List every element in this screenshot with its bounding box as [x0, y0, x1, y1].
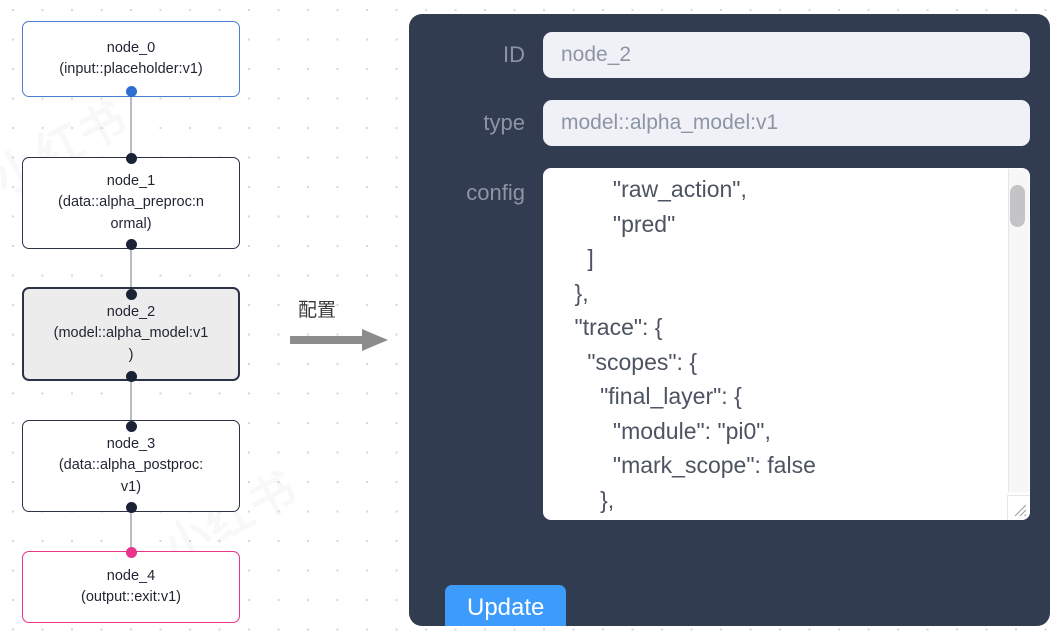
config-field-label: config: [466, 180, 525, 205]
node-label-line: node_3: [106, 436, 156, 453]
node-label-line: v1): [120, 478, 142, 495]
graph-node-node_1[interactable]: node_1 (data::alpha_preproc:n ormal): [22, 157, 240, 249]
node-label-line: ): [128, 346, 134, 363]
node-label-line: (data::alpha_preproc:n: [58, 194, 204, 211]
id-input[interactable]: [543, 32, 1030, 78]
transition-label: 配置: [298, 299, 337, 321]
transition-annotation: 配置: [290, 295, 400, 365]
arrow-right-icon: [290, 329, 388, 351]
graph-canvas[interactable]: node_0 (input::placeholder:v1) node_1 (d…: [0, 0, 400, 643]
node-port-handle[interactable]: [125, 547, 137, 558]
config-field-row: config "raw_action", "pred" ] }, "trace"…: [421, 168, 1030, 520]
node-port-handle[interactable]: [125, 239, 137, 250]
type-field-label: type: [483, 110, 525, 135]
graph-edge: [130, 506, 133, 555]
config-scrollbar-track[interactable]: [1008, 169, 1029, 492]
graph-edge: [130, 90, 133, 162]
node-label-line: node_1: [106, 173, 156, 190]
config-textarea[interactable]: "raw_action", "pred" ] }, "trace": { "sc…: [574, 176, 816, 513]
node-port-handle[interactable]: [125, 153, 137, 164]
node-port-handle[interactable]: [125, 371, 137, 382]
graph-node-node_4[interactable]: node_4 (output::exit:v1): [22, 551, 240, 623]
id-field-label: ID: [503, 42, 525, 67]
graph-node-node_3[interactable]: node_3 (data::alpha_postproc: v1): [22, 420, 240, 512]
node-label-line: node_4: [106, 567, 156, 584]
resize-handle-icon[interactable]: [1007, 495, 1030, 520]
node-label-line: node_0: [106, 39, 156, 56]
config-scrollbar-thumb[interactable]: [1010, 185, 1025, 227]
node-port-handle[interactable]: [125, 502, 137, 513]
node-label-line: (input::placeholder:v1): [59, 61, 203, 77]
node-label-line: (data::alpha_postproc:: [58, 457, 204, 474]
node-label-line: (output::exit:v1): [81, 589, 181, 605]
id-field-row: ID: [421, 32, 1030, 78]
graph-edge: [130, 375, 133, 425]
graph-edge: [130, 243, 133, 293]
node-config-panel: ID type config "raw_action", "pred" ] },…: [409, 14, 1050, 626]
node-label-line: (model::alpha_model:v1: [53, 325, 209, 342]
node-port-handle[interactable]: [125, 421, 137, 432]
type-field-row: type: [421, 100, 1030, 146]
type-input[interactable]: [543, 100, 1030, 146]
graph-node-node_2[interactable]: node_2 (model::alpha_model:v1 ): [22, 287, 240, 381]
update-button[interactable]: Update: [445, 585, 567, 626]
node-label-line: ormal): [110, 215, 152, 232]
config-textarea-wrapper[interactable]: "raw_action", "pred" ] }, "trace": { "sc…: [543, 168, 1030, 520]
node-label-line: node_2: [106, 304, 156, 321]
node-port-handle[interactable]: [125, 86, 137, 97]
node-port-handle[interactable]: [125, 289, 137, 300]
